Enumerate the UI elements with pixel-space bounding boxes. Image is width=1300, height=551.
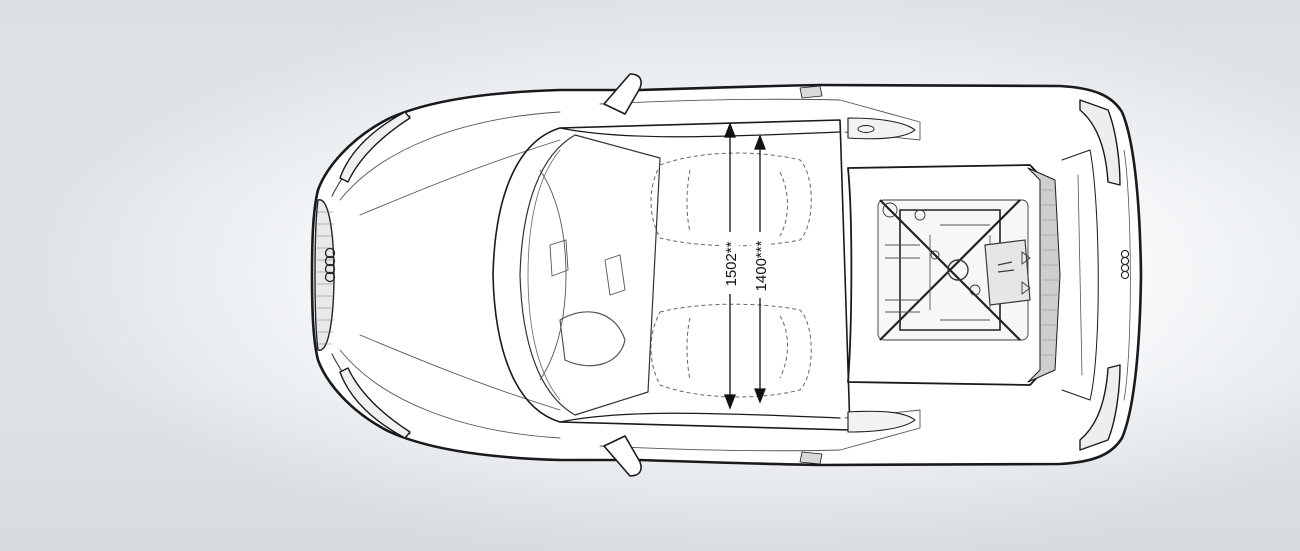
dash-vent-top bbox=[549, 239, 569, 277]
sill-top bbox=[599, 98, 921, 141]
headlight-right bbox=[339, 367, 411, 439]
wheel-front-bottom bbox=[799, 451, 823, 465]
wheel-front-top bbox=[799, 85, 823, 99]
engine-fluid-caps bbox=[1021, 251, 1031, 295]
windshield-inner bbox=[527, 149, 561, 401]
roof-edge-top bbox=[559, 127, 841, 138]
arrow-top-1502 bbox=[724, 122, 736, 138]
audi-rings-icon bbox=[324, 247, 336, 283]
rear-diffuser bbox=[1123, 149, 1131, 401]
label-mask-1502 bbox=[721, 232, 739, 294]
seat-bottom-outline bbox=[650, 303, 812, 398]
seat-bottom-back bbox=[686, 315, 788, 381]
engine-logo-plate bbox=[984, 239, 1031, 306]
audi-rings-rear-icon bbox=[1120, 249, 1130, 280]
interior bbox=[650, 152, 812, 398]
engine-cap-5 bbox=[969, 284, 981, 296]
taillight-bottom bbox=[1079, 364, 1121, 451]
seat-top-back bbox=[686, 169, 788, 237]
arrow-bottom-1400 bbox=[754, 388, 766, 404]
arrow-top-1400 bbox=[754, 134, 766, 150]
engine-cap-2 bbox=[914, 209, 926, 221]
hood-lines bbox=[339, 111, 561, 439]
engine-detail bbox=[877, 199, 1031, 341]
engine-cap-3 bbox=[947, 259, 969, 281]
label-mask-1400 bbox=[751, 232, 769, 298]
engine-brace-frame bbox=[899, 209, 1001, 331]
arrow-bottom-1502 bbox=[724, 394, 736, 410]
fuel-cap bbox=[857, 125, 875, 133]
rear-deck-line bbox=[1077, 174, 1083, 376]
seat-top-outline bbox=[650, 152, 812, 247]
roof-edge-bottom bbox=[559, 412, 841, 423]
rear-deck bbox=[1061, 149, 1099, 401]
dimension-label-1400: 1400*** bbox=[753, 240, 770, 291]
windshield bbox=[519, 134, 661, 416]
taillight-top bbox=[1079, 99, 1121, 186]
engine-bay-frame bbox=[847, 164, 1043, 386]
engine-cap-4 bbox=[930, 250, 940, 260]
dimension-label-1502: 1502** bbox=[723, 241, 740, 286]
rear-mesh-lines bbox=[1041, 189, 1061, 356]
sill-bottom bbox=[599, 409, 921, 452]
mirror-bottom bbox=[603, 435, 642, 477]
dash-line bbox=[539, 169, 567, 381]
engine-cap-1 bbox=[882, 202, 898, 218]
engine-pipes bbox=[885, 224, 991, 321]
steering-wheel bbox=[559, 311, 626, 367]
front-grille bbox=[314, 199, 335, 351]
headlight-left bbox=[339, 111, 411, 183]
engine-brace-x bbox=[879, 199, 1021, 341]
rear-mesh bbox=[1027, 167, 1061, 383]
dashboard bbox=[539, 169, 626, 381]
cockpit-frame bbox=[492, 119, 851, 431]
side-intake-top bbox=[847, 117, 916, 140]
shifter bbox=[604, 254, 626, 296]
mirror-top bbox=[603, 73, 642, 115]
engine-logo-mark bbox=[997, 261, 1015, 273]
side-intake-bottom bbox=[847, 410, 916, 433]
